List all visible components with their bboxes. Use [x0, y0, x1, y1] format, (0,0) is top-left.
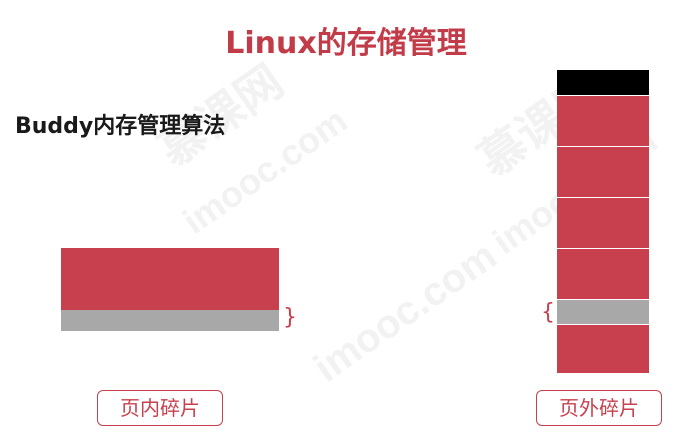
external-fragment-segment [557, 300, 649, 325]
allocated-segment [557, 96, 649, 147]
section-subtitle: Buddy内存管理算法 [15, 114, 226, 139]
allocated-segment [557, 147, 649, 198]
allocated-segment [557, 198, 649, 249]
right-brace-icon: } [283, 305, 297, 330]
internal-fragment-block [61, 310, 279, 331]
internal-fragment-label: 页内碎片 [97, 390, 223, 426]
page-title: Linux的存储管理 [225, 26, 467, 61]
reserved-segment [557, 70, 649, 96]
allocated-segment [557, 249, 649, 300]
allocated-segment [557, 325, 649, 373]
allocated-block [61, 248, 279, 310]
watermark-url: imooc.com [306, 233, 505, 391]
external-fragment-label: 页外碎片 [536, 390, 662, 426]
left-brace-icon: { [541, 300, 555, 325]
memory-column [557, 70, 649, 373]
